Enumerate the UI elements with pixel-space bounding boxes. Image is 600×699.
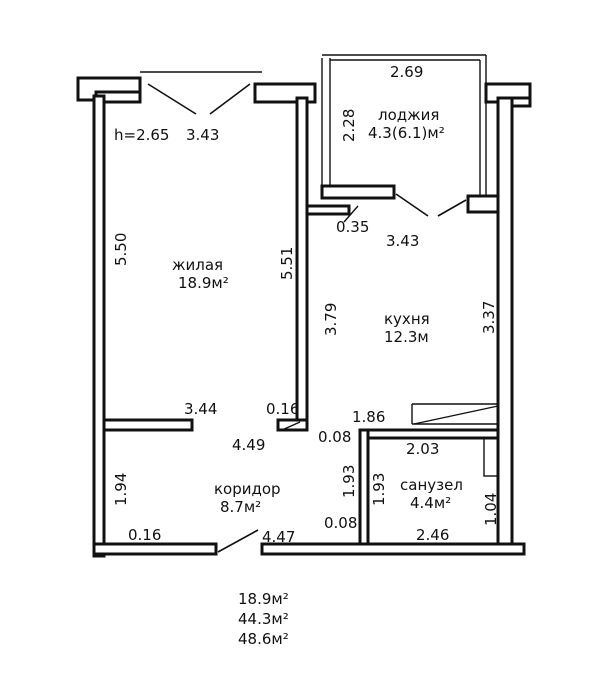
wall-loggia-bottom-left [320, 184, 396, 200]
dim-tick-kitchen-stub [343, 205, 359, 223]
room-loggia-area: 4.3(6.1)м² [368, 124, 445, 142]
dim-loggia-depth: 2.28 [340, 109, 358, 142]
dim-corridor-bottom-right: 4.47 [262, 528, 295, 546]
dim-bath-left-inner: 1.93 [370, 473, 388, 506]
room-living-name: жилая [172, 256, 223, 274]
dim-corridor-top: 4.49 [232, 436, 265, 454]
dim-corridor-bottom-left: 0.16 [128, 526, 161, 544]
wall-kitchen-top-left [305, 204, 351, 216]
wall-bath-left [358, 428, 370, 546]
dim-partition-small: 0.16 [266, 400, 299, 418]
room-bathroom-name: санузел [400, 476, 463, 494]
dim-bath-inner-width: 2.03 [406, 440, 439, 458]
bath-vent-shaft [483, 437, 499, 477]
wall-right-outer [496, 96, 514, 554]
wall-bottom-left [92, 542, 218, 556]
wall-right-cap [510, 96, 532, 108]
wall-bottom-right [260, 542, 526, 556]
dim-bath-top-left: 1.86 [352, 408, 385, 426]
room-living-area: 18.9м² [178, 274, 229, 292]
room-kitchen-name: кухня [384, 310, 430, 328]
door-loggia-right-leaf [437, 199, 467, 217]
dim-kitchen-window: 3.43 [386, 232, 419, 250]
door-entrance-leaf [217, 529, 259, 553]
height-label: h=2.65 [114, 126, 169, 144]
dim-living-bottom: 3.44 [184, 400, 217, 418]
dimensions: h=2.65 3.43 2.69 2.28 5.50 5.51 0.35 3.4… [112, 63, 500, 546]
dim-bath-bottom: 2.46 [416, 526, 449, 544]
dim-bath-right: 1.04 [482, 493, 500, 526]
wall-kitchen-top-right [466, 194, 500, 214]
dim-living-left: 5.50 [112, 233, 130, 266]
dim-top-window: 3.43 [186, 126, 219, 144]
wall-left-outer [92, 94, 106, 558]
total-with-loggia: 48.6м² [238, 630, 289, 648]
area-totals: 18.9м² 44.3м² 48.6м² [238, 590, 289, 648]
wall-living-kitchen [295, 96, 309, 430]
total-area: 44.3м² [238, 610, 289, 628]
wall-living-bottom [102, 418, 194, 432]
dim-living-right: 5.51 [278, 247, 296, 280]
room-bathroom-area: 4.4м² [410, 494, 451, 512]
room-labels: жилая 18.9м² лоджия 4.3(6.1)м² кухня 12.… [172, 106, 463, 516]
walls [76, 54, 532, 558]
total-living-area: 18.9м² [238, 590, 289, 608]
dim-tick-corridor [281, 421, 301, 431]
door-loggia-left-leaf [395, 193, 429, 217]
dim-bath-left-outer: 1.93 [340, 465, 358, 498]
dim-kitchen-stub: 0.35 [336, 218, 369, 236]
wall-bath-top [358, 428, 500, 440]
dim-loggia-width: 2.69 [390, 63, 423, 81]
door-top-right-leaf [209, 83, 251, 115]
kitchen-counter-diag [413, 405, 499, 425]
room-loggia-name: лоджия [378, 106, 439, 124]
room-corridor-name: коридор [214, 480, 281, 498]
dim-bath-wall: 0.08 [318, 428, 351, 446]
room-corridor-area: 8.7м² [220, 498, 261, 516]
room-kitchen-area: 12.3м [384, 328, 429, 346]
doors [140, 71, 467, 553]
dim-bath-wall-bottom: 0.08 [324, 514, 357, 532]
dim-kitchen-right: 3.37 [480, 301, 498, 334]
dim-corridor-left: 1.94 [112, 473, 130, 506]
door-top-left-leaf [147, 83, 197, 115]
dim-kitchen-left: 3.79 [322, 303, 340, 336]
